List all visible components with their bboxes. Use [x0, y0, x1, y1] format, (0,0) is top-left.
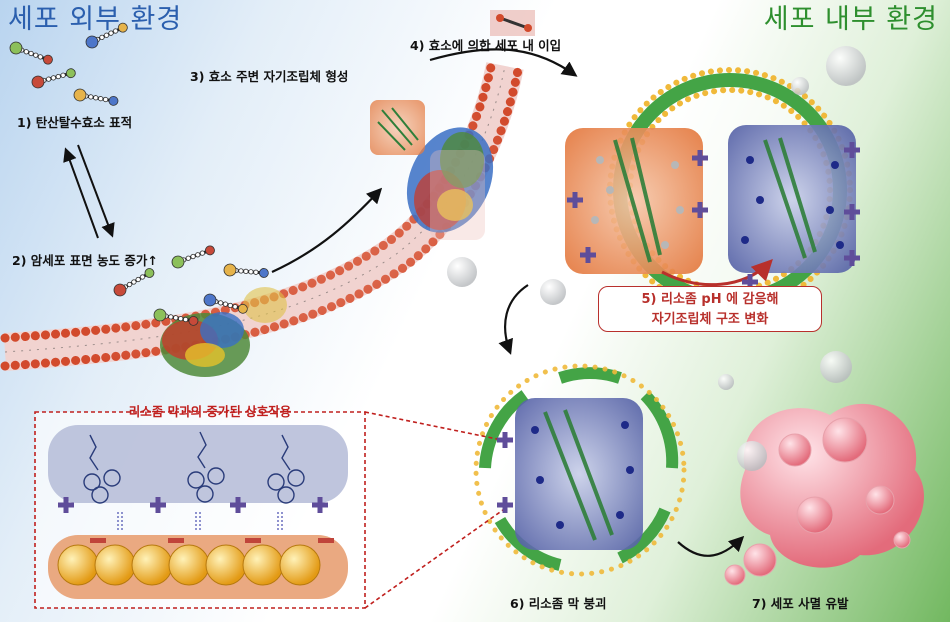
step-5-line-2: 자기조립체 구조 변화	[651, 312, 769, 327]
positive-charge-icon	[497, 497, 513, 513]
step-5-callout: 5) 리소좀 pH 에 감응해 자기조립체 구조 변화	[598, 286, 822, 332]
positive-charge-icon	[844, 142, 860, 158]
free-molecules	[9, 22, 269, 326]
process-arrow-icon	[677, 535, 745, 557]
ruptured-lysosome	[473, 363, 687, 577]
membrane-interaction-inset	[34, 411, 511, 609]
assembly-icon	[370, 100, 425, 155]
inhibitor-molecule-icon	[153, 308, 199, 326]
positive-charge-icon	[692, 150, 708, 166]
step-5-line-1: 5) 리소좀 pH 에 감응해	[641, 292, 779, 307]
positive-charge-icon	[58, 497, 74, 513]
process-arrow-icon	[498, 284, 529, 355]
step-7-label: 7) 세포 사멸 유발	[752, 596, 849, 611]
inhibitor-molecule-icon	[223, 263, 269, 278]
inside-environment-header: 세포 내부 환경	[763, 4, 938, 35]
inhibitor-molecule-icon	[203, 293, 248, 314]
positive-charge-icon	[230, 497, 246, 513]
enzyme-cluster-icon	[160, 287, 287, 377]
positive-charge-icon	[692, 202, 708, 218]
step-4-label: 4) 효소에 의한 세포 내 이입	[410, 38, 562, 53]
positive-charge-icon	[844, 250, 860, 266]
inhibitor-molecule-icon	[113, 268, 155, 297]
positive-charge-icon	[150, 497, 166, 513]
inhibitor-molecule-icon	[31, 68, 76, 89]
outside-environment-header: 세포 외부 환경	[8, 4, 183, 35]
enzyme-cluster-icon	[406, 127, 494, 240]
vesicle-bubbles	[447, 46, 866, 471]
step-6-label: 6) 리소좀 막 붕괴	[510, 596, 607, 611]
positive-charge-icon	[312, 497, 328, 513]
inset-title: 리소좀 막과의 증가된 상호작용	[128, 404, 292, 419]
inhibitor-molecule-icon	[171, 245, 215, 269]
positive-charge-icon	[580, 247, 596, 263]
equilibrium-arrow-icon	[63, 144, 115, 239]
inhibitor-molecule-icon	[85, 22, 128, 49]
dying-cell	[724, 403, 924, 586]
positive-charge-icon	[58, 142, 860, 513]
step-2-label: 2) 암세포 표면 농도 증가↑	[12, 253, 158, 268]
step-1-label: 1) 탄산탈수효소 표적	[17, 115, 133, 130]
positive-charge-icon	[742, 274, 758, 290]
positive-charge-icon	[497, 432, 513, 448]
inhibitor-molecule-icon	[9, 41, 53, 65]
process-arrow-icon	[429, 48, 578, 77]
inhibitor-molecule-icon	[490, 10, 535, 36]
step-3-label: 3) 효소 주변 자기조립체 형성	[190, 69, 349, 84]
inhibitor-molecule-icon	[73, 88, 119, 106]
positive-charge-icon	[844, 204, 860, 220]
process-arrow-icon	[271, 187, 383, 273]
lysosome-vesicle	[565, 67, 856, 313]
positive-charge-icon	[567, 192, 583, 208]
